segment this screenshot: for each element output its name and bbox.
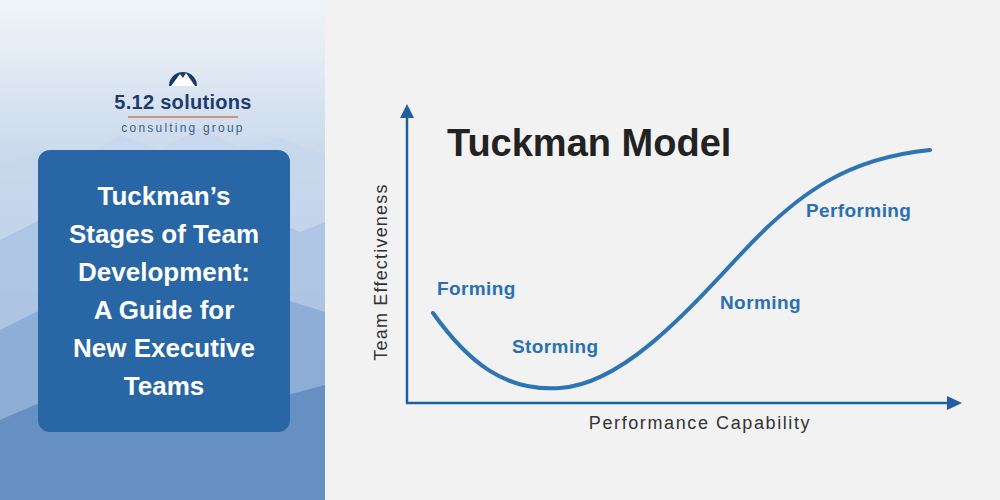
x-axis [406, 402, 950, 405]
s-curve [433, 150, 930, 388]
logo-peak [171, 73, 195, 86]
chart-title: Tuckman Model [447, 122, 731, 165]
y-axis [406, 115, 409, 403]
logo-rule [128, 116, 238, 118]
axis-arrowhead [400, 104, 414, 118]
logo-wordmark: 5.12 solutions [114, 91, 252, 114]
mountain-layer [0, 128, 325, 500]
stage-label: Norming [720, 292, 801, 314]
stage-label: Performing [806, 200, 911, 222]
stage-label: Forming [437, 278, 516, 300]
logo-icon [169, 72, 197, 86]
axis-arrowhead [947, 396, 962, 410]
axis-label: Performance Capability [589, 413, 811, 434]
title-panel: Tuckman’s Stages of Team Development: A … [38, 150, 290, 432]
logo-tagline: consulting group [121, 121, 244, 135]
side-panel [0, 0, 325, 500]
axis-label: Team Effectiveness [371, 183, 392, 360]
stage-label: Storming [512, 336, 599, 358]
panel-heading: Tuckman’s Stages of Team Development: A … [66, 177, 262, 405]
